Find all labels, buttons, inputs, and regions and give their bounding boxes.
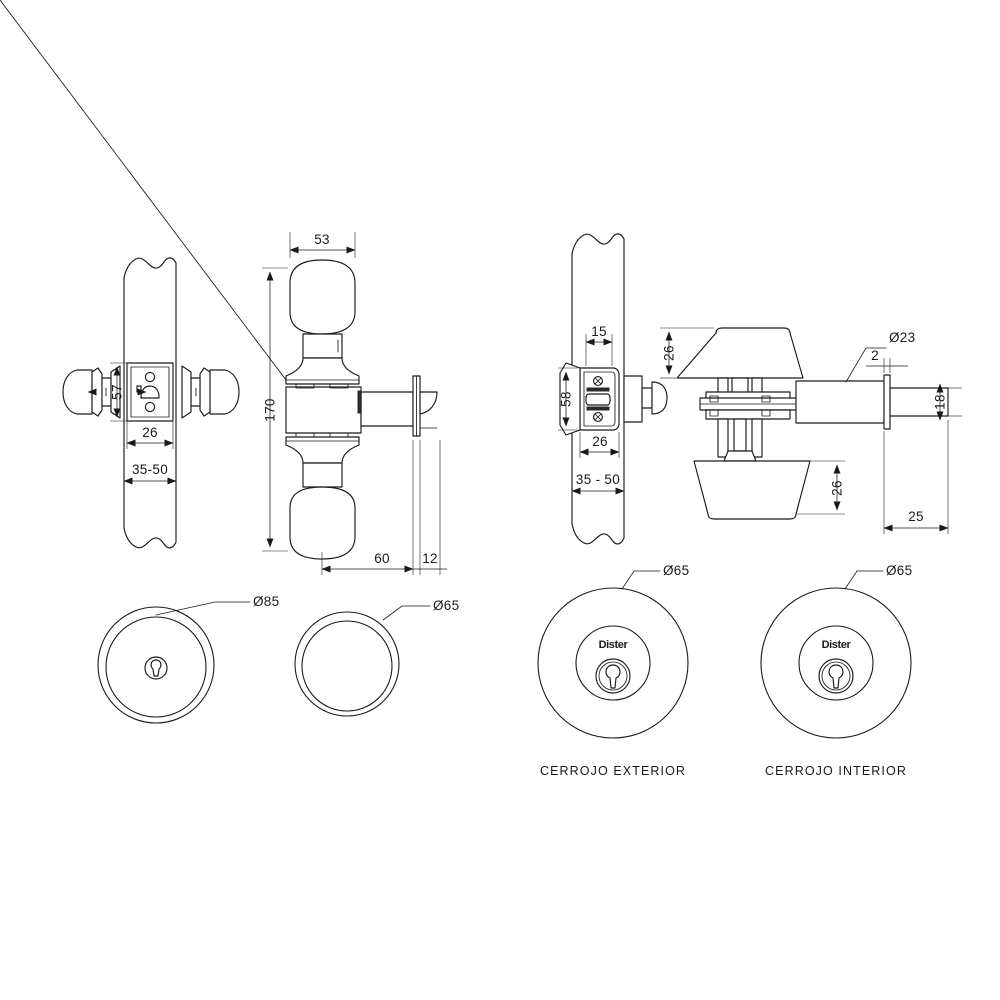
leader-d85: Ø85 (155, 594, 279, 616)
view-deadbolt-interior: Dister Ø65 CERROJO INTERIOR (760, 563, 912, 778)
dim-170: 170 (262, 267, 288, 552)
latch-bolt-side (412, 375, 438, 437)
view-knob-face-exterior: Ø85 (97, 594, 279, 724)
view-knob-side: 53 170 60 12 (0, 0, 447, 575)
brand-label-exterior: Dister (599, 639, 629, 651)
leader-d65-c: Ø65 (844, 563, 912, 590)
dim-26-bottom-label: 26 (830, 480, 845, 496)
view-deadbolt-side: 26 Ø23 2 18 26 (660, 327, 962, 534)
dim-26-right: 26 (579, 432, 620, 458)
dim-26-left: 26 (126, 421, 174, 449)
dim-3550-left-label: 35-50 (132, 462, 168, 477)
dim-d65-a-label: Ø65 (433, 598, 459, 613)
dim-15-label: 15 (591, 324, 607, 339)
deadbolt-bolt (795, 374, 949, 430)
dim-d65-c-label: Ø65 (886, 563, 912, 578)
dim-26-left-label: 26 (142, 425, 158, 440)
deadbolt-thumbturn-bottom (693, 460, 811, 520)
dim-53: 53 (289, 232, 356, 258)
dim-12: 12 (413, 440, 447, 575)
knob-neck-top (302, 333, 343, 359)
dim-26-bottom: 26 (796, 460, 845, 515)
dim-26-right-label: 26 (592, 434, 608, 449)
knob-chassis (285, 383, 414, 438)
dim-58: 58 (558, 367, 578, 431)
dim-58-label: 58 (559, 391, 574, 407)
caption-cerrojo-interior: CERROJO INTERIOR (765, 764, 907, 778)
dim-25: 25 (883, 420, 949, 534)
leader-d23: Ø23 (845, 330, 915, 383)
dim-d23-label: Ø23 (889, 330, 915, 345)
brand-label-interior: Dister (822, 639, 852, 651)
dim-25-label: 25 (908, 509, 924, 524)
dim-26-top-label: 26 (662, 345, 677, 361)
deadbolt-cylinder-boss (623, 375, 668, 423)
dim-53-label: 53 (314, 232, 330, 247)
dim-60-label: 60 (374, 551, 390, 566)
view-knob-front: 57 26 35-50 (62, 257, 240, 549)
dim-d85-label: Ø85 (253, 594, 279, 609)
view-deadbolt-exterior: Dister Ø65 CERROJO EXTERIOR (537, 563, 689, 778)
dim-60: 60 (321, 440, 414, 575)
knob-ball-bottom (289, 486, 356, 560)
dim-12-label: 12 (422, 551, 438, 566)
deadbolt-faceplate (579, 367, 620, 431)
dim-18: 18 (933, 383, 962, 421)
deadbolt-mechanism (699, 377, 797, 462)
knob-ball-top (289, 259, 356, 335)
dim-57: 57 (87, 362, 147, 422)
caption-cerrojo-exterior: CERROJO EXTERIOR (540, 764, 686, 778)
latch-faceplate-left (126, 362, 174, 422)
dim-3550-right-label: 35 - 50 (576, 472, 620, 487)
dim-18-label: 18 (933, 394, 948, 410)
leader-d65-b: Ø65 (621, 563, 689, 590)
dim-3550-left: 35-50 (123, 449, 177, 486)
dim-2-label: 2 (871, 348, 879, 363)
deadbolt-thumbturn-top (676, 327, 804, 379)
rosette-top (285, 357, 360, 385)
dim-57-label: 57 (110, 384, 125, 400)
dim-170-label: 170 (263, 398, 278, 421)
view-knob-face-interior: Ø65 (294, 598, 459, 717)
dim-15: 15 (585, 324, 613, 366)
knob-interior-left-view (181, 365, 240, 419)
leader-d65-a: Ø65 (382, 598, 459, 621)
dim-3550-right: 35 - 50 (571, 458, 625, 496)
dim-d65-b-label: Ø65 (663, 563, 689, 578)
view-deadbolt-front: 15 58 26 35 - 50 (558, 233, 668, 545)
dim-26-top: 26 (660, 327, 714, 379)
dim-2: 2 (866, 348, 908, 373)
